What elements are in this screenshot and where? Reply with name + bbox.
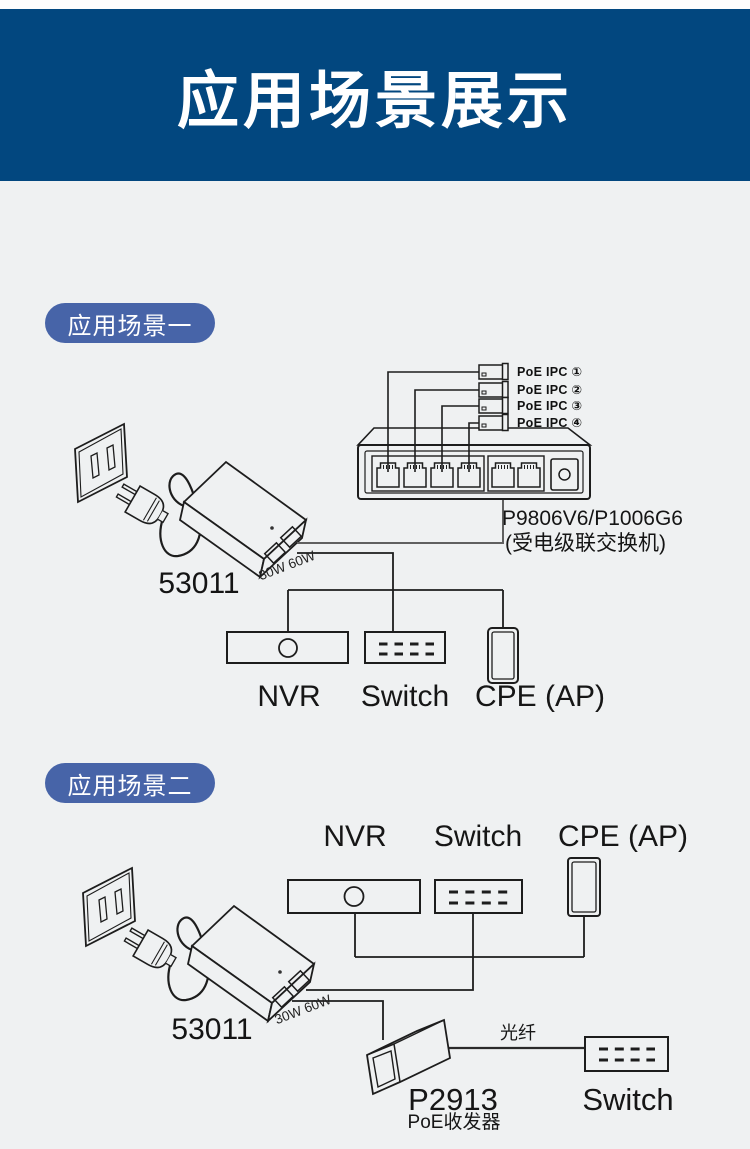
scene1-cameras	[478, 362, 509, 432]
scene1-cpe-drawing	[487, 627, 519, 684]
scene2-nvr-label: NVR	[323, 820, 387, 853]
scene1-cpe-label: CPE (AP)	[474, 680, 606, 713]
scene2-badge: 应用场景二	[45, 763, 215, 803]
scene2-nvr-drawing	[287, 879, 421, 914]
camera3-label: PoE IPC ③	[517, 399, 583, 413]
scene2-psu-drawing	[81, 866, 316, 1023]
scene1-psu-drawing	[73, 422, 308, 579]
power-jack-icon	[550, 458, 579, 491]
camera-icon	[478, 380, 509, 399]
wire-injector-to-transceiver	[292, 1000, 384, 1040]
scene2-wires	[292, 913, 586, 1050]
scene2-far-switch-label: Switch	[582, 1082, 674, 1117]
page-header: 应用场景展示	[0, 9, 750, 181]
camera1-label: PoE IPC ①	[517, 365, 583, 379]
cascade-switch-model: P9806V6/P1006G6	[502, 507, 683, 530]
camera-icon	[478, 396, 509, 415]
scene1-switch-drawing	[364, 631, 446, 664]
scene2-badge-label: 应用场景二	[67, 772, 193, 800]
scene2-switch-label: Switch	[433, 820, 523, 853]
scene1-badge-label: 应用场景一	[67, 312, 193, 340]
scene1-switch-label: Switch	[360, 680, 450, 713]
scene2-psu-model: 53011	[171, 1013, 253, 1046]
fiber-label: 光纤	[500, 1023, 536, 1043]
scene1-psu-model: 53011	[158, 567, 240, 600]
scene2-far-switch-drawing	[584, 1036, 669, 1072]
wire-port3-cam3	[441, 405, 479, 472]
camera4-label: PoE IPC ④	[517, 416, 583, 430]
scene2-cpe-drawing	[567, 857, 601, 917]
wire-switch-to-injector	[306, 913, 474, 991]
transceiver-name: PoE收发器	[407, 1112, 501, 1133]
cascade-switch-desc: (受电级联交换机)	[505, 532, 666, 555]
transceiver-model: P2913	[408, 1082, 498, 1117]
wire-port2-cam2	[414, 389, 479, 472]
wire-port1-cam1	[387, 371, 479, 472]
page-title: 应用场景展示	[176, 67, 573, 136]
scene1-nvr-drawing	[226, 631, 349, 664]
scene2-switch-drawing	[434, 879, 523, 914]
scene1-nvr-label: NVR	[257, 680, 321, 713]
wire-device-bus-2	[354, 913, 585, 958]
wire-device-bus	[287, 589, 504, 632]
wire-injector-to-devices	[297, 552, 394, 631]
camera-icon	[478, 362, 509, 381]
camera2-label: PoE IPC ②	[517, 383, 583, 397]
camera-icon	[478, 413, 509, 432]
scene1-badge: 应用场景一	[45, 303, 215, 343]
scene2-cpe-label: CPE (AP)	[557, 820, 689, 853]
transceiver-drawing	[366, 1018, 451, 1096]
scene1-cascade-switch-drawing	[356, 371, 593, 500]
